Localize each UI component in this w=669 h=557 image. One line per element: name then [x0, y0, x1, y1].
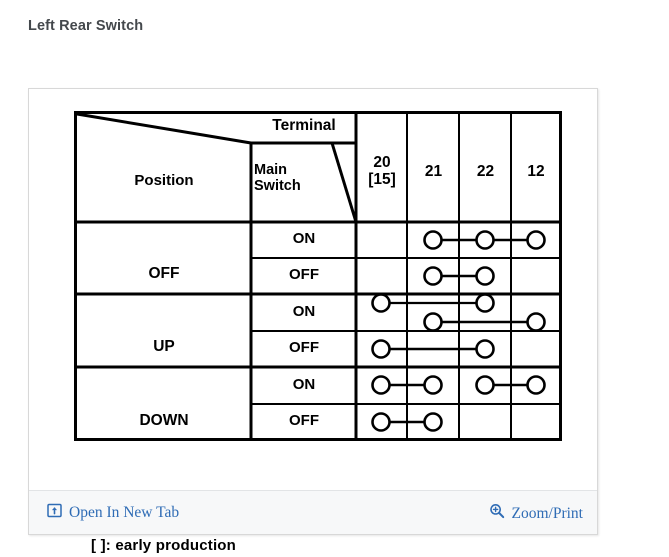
continuity-row-up-on	[371, 293, 546, 332]
open-in-new-tab-icon	[47, 503, 62, 523]
main-switch-state-down-off: OFF	[289, 412, 319, 429]
page-title: Left Rear Switch	[28, 18, 144, 34]
terminal-header-12: 12	[527, 163, 545, 180]
position-label-up: UP	[153, 338, 175, 355]
continuity-row-down-on	[371, 375, 546, 395]
position-label-off: OFF	[148, 265, 180, 282]
header-position-label: Position	[134, 172, 194, 189]
header-main-switch-label: Main Switch	[254, 162, 301, 194]
position-label-down: DOWN	[139, 412, 189, 429]
main-switch-state-up-on: ON	[292, 303, 316, 320]
switch-continuity-table: Terminal Position Main Switch 20 [15] 21…	[74, 111, 562, 441]
zoom-print-label: Zoom/Print	[511, 504, 583, 522]
main-switch-state-off-on: ON	[292, 230, 316, 247]
continuity-row-off-off	[423, 266, 495, 286]
figure-footer-bar: Open In New Tab Zoom/Print	[29, 490, 597, 534]
continuity-row-up-off	[371, 339, 495, 359]
open-in-new-tab-label: Open In New Tab	[69, 504, 180, 521]
figure-card: Terminal Position Main Switch 20 [15] 21…	[28, 88, 599, 554]
terminal-header-21: 21	[424, 163, 443, 180]
main-switch-state-off-off: OFF	[289, 266, 319, 283]
early-production-note: [ ]: early production	[91, 537, 237, 554]
header-terminal-label: Terminal	[272, 117, 336, 134]
switch-table-graphic	[74, 111, 562, 441]
main-switch-state-down-on: ON	[292, 376, 316, 393]
zoom-print-button[interactable]: Zoom/Print	[489, 503, 583, 524]
magnifier-plus-icon	[489, 503, 505, 524]
figure-image-area: Terminal Position Main Switch 20 [15] 21…	[29, 89, 599, 554]
open-in-new-tab-button[interactable]: Open In New Tab	[47, 503, 179, 523]
terminal-header-22: 22	[476, 163, 495, 180]
continuity-row-off-on	[423, 230, 546, 250]
main-switch-state-up-off: OFF	[289, 339, 319, 356]
continuity-row-down-off	[371, 412, 443, 432]
terminal-header-20: 20 [15]	[368, 154, 396, 188]
